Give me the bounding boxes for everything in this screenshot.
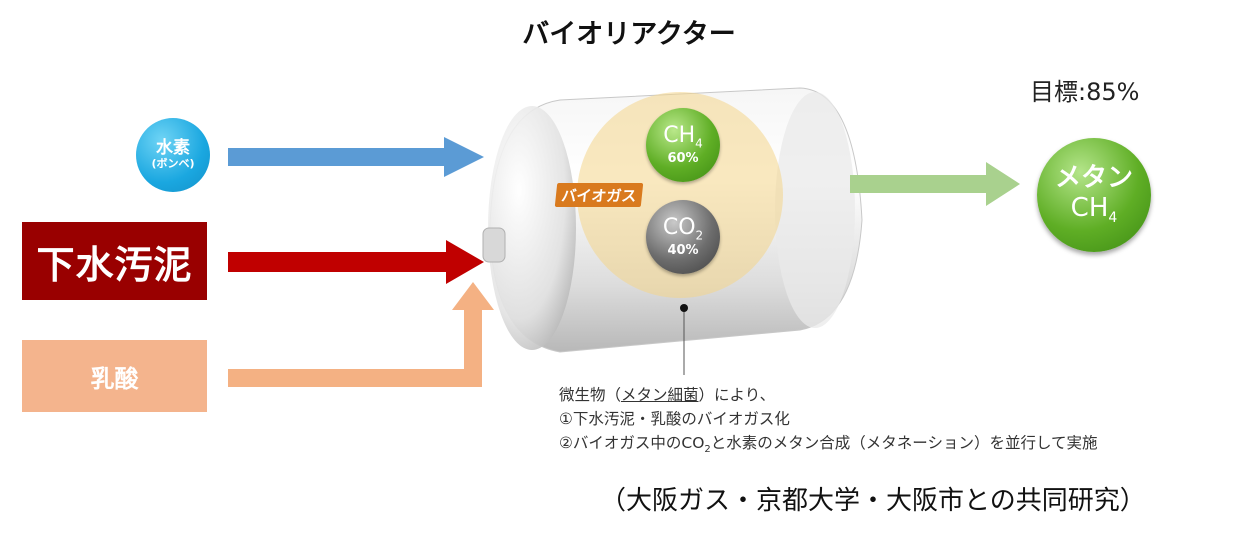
diagram-title: バイオリアクター	[522, 19, 736, 50]
description-line-2: ①下水汚泥・乳酸のバイオガス化	[559, 410, 790, 429]
hydrogen-sublabel: (ボンベ)	[151, 157, 195, 171]
output-arrow	[850, 162, 1020, 206]
lactic-acid-input: 乳酸	[22, 340, 207, 412]
hydrogen-arrow	[228, 137, 484, 177]
sludge-arrow	[228, 240, 484, 284]
methane-label: メタン	[1054, 162, 1133, 193]
description-line-1: 微生物（メタン細菌）により、	[559, 386, 776, 404]
description-line-3: ②バイオガス中のCO2と水素のメタン合成（メタネーション）を並行して実施	[559, 434, 1098, 456]
ch4-percent: 60%	[667, 151, 699, 167]
methane-output: メタン CH4	[1037, 138, 1151, 252]
collaboration-note: （大阪ガス・京都大学・大阪市との共同研究）	[600, 486, 1146, 516]
methane-formula: CH4	[1070, 192, 1118, 226]
target-label: 目標:85%	[1030, 78, 1140, 106]
ch4-ball: CH4 60%	[646, 108, 720, 182]
hydrogen-input: 水素 (ボンベ)	[136, 118, 210, 192]
lactic-arrow	[228, 282, 494, 387]
biogas-badge: バイオガス	[554, 183, 644, 207]
pointer-dot	[680, 304, 688, 312]
hydrogen-label: 水素	[156, 137, 190, 158]
sewage-sludge-input: 下水汚泥	[22, 222, 207, 300]
process-description: 微生物（メタン細菌）により、 ①下水汚泥・乳酸のバイオガス化 ②バイオガス中のC…	[559, 383, 1098, 458]
biogas-zone	[577, 92, 783, 298]
co2-ball: CO2 40%	[646, 200, 720, 274]
co2-percent: 40%	[667, 243, 699, 259]
